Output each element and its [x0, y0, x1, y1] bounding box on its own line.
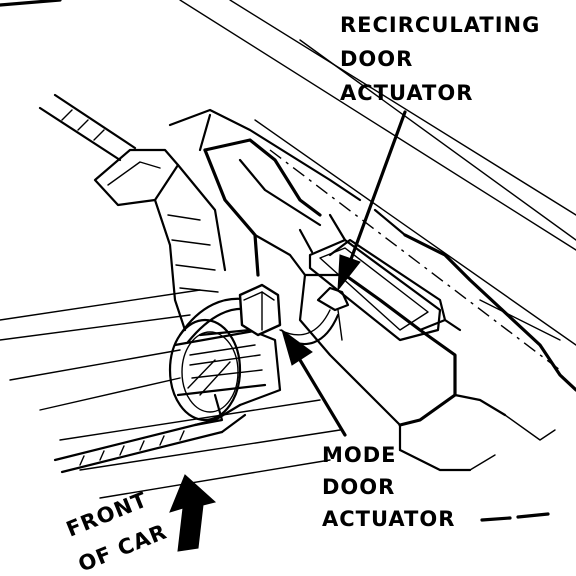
mode-leader-arrow: [281, 328, 347, 437]
lower-rail: [53, 403, 247, 474]
mode-label-line-2: DOOR: [322, 475, 395, 499]
front-of-car-label: FRONT OF CAR: [63, 487, 171, 576]
hvac-housing: [168, 108, 576, 472]
mode-label-line-1: MODE: [322, 443, 397, 467]
recirculating-door-actuator-label: RECIRCULATING DOOR ACTUATOR: [340, 13, 540, 105]
mode-actuator-connector: [238, 283, 282, 337]
left-duct-tube: [38, 93, 227, 332]
recirculating-label-line-3: ACTUATOR: [340, 81, 473, 105]
mode-dash-trail: [480, 512, 550, 522]
recirculating-leader-arrow: [337, 110, 407, 292]
recirculating-label-line-1: RECIRCULATING: [340, 13, 540, 37]
arrow-up-icon: [169, 474, 217, 552]
mode-label-line-3: ACTUATOR: [322, 507, 455, 531]
mode-door-actuator-label: MODE DOOR ACTUATOR: [322, 443, 455, 531]
recirculating-label-line-2: DOOR: [340, 47, 413, 71]
dash-panel-lines: [0, 0, 576, 499]
mode-drum-assembly: [168, 318, 282, 427]
